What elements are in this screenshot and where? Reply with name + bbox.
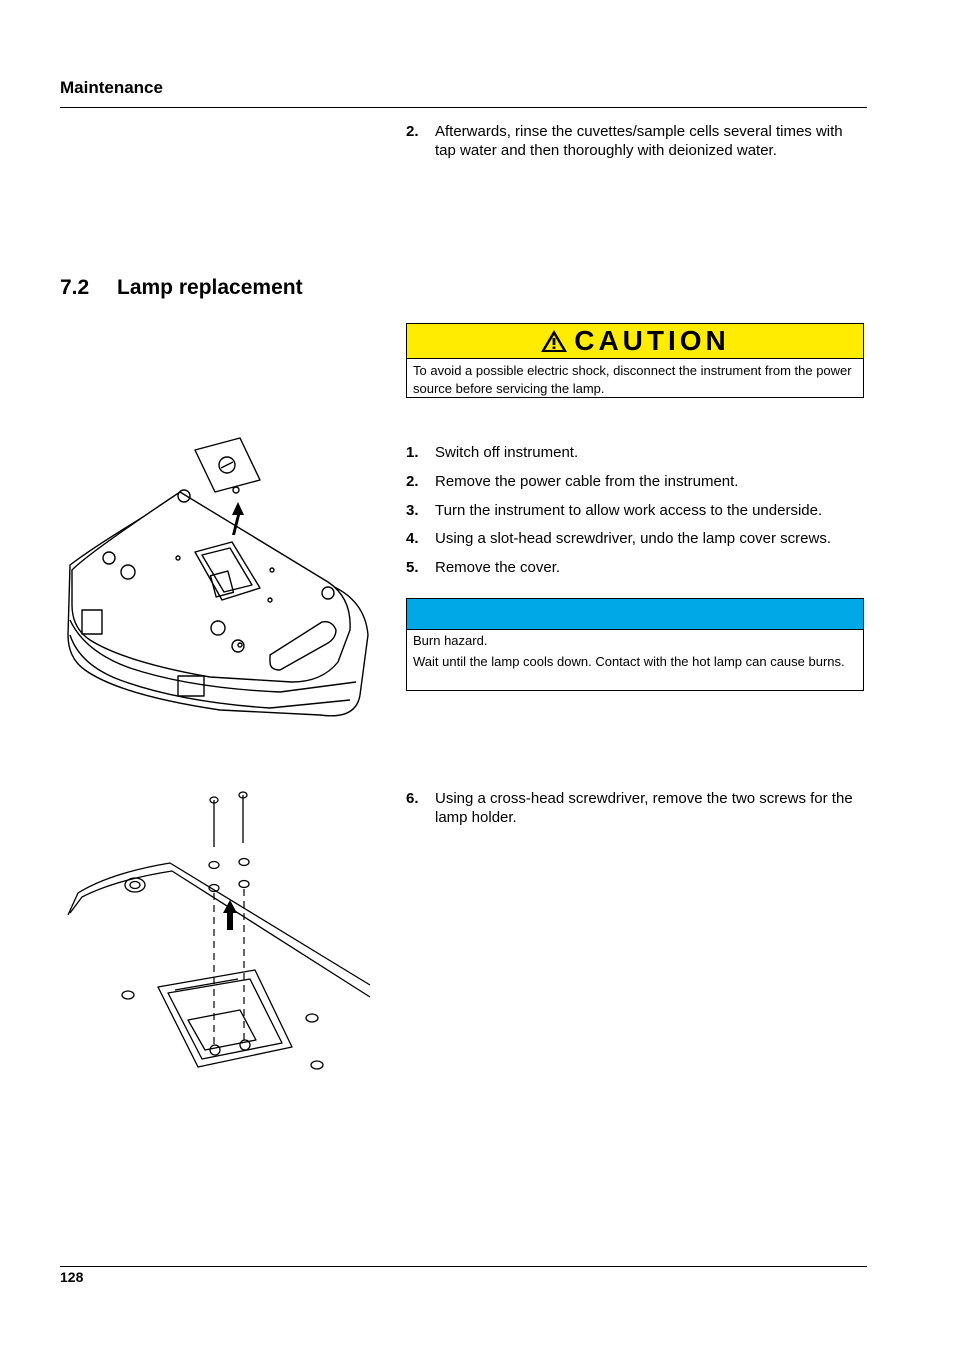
step-item: 3. Turn the instrument to allow work acc… (406, 501, 861, 520)
step-number: 1. (406, 444, 419, 461)
step-item: 4. Using a slot-head screwdriver, undo t… (406, 529, 861, 548)
running-header: Maintenance (60, 78, 163, 97)
step-number: 5. (406, 559, 419, 576)
lamp-holder-screws-figure (67, 791, 371, 1070)
step-text: Using a slot-head screwdriver, undo the … (435, 530, 832, 547)
step-number: 6. (406, 790, 419, 807)
section-heading: 7.2 Lamp replacement (60, 276, 303, 300)
step-item: 2. Remove the power cable from the instr… (406, 472, 861, 491)
step-number: 2. (406, 473, 419, 490)
page-number: 128 (60, 1269, 84, 1285)
step-item: 6. Using a cross-head screwdriver, remov… (406, 789, 861, 827)
step-number: 2. (406, 123, 419, 140)
caution-text: To avoid a possible electric shock, disc… (413, 363, 852, 396)
step-text: Using a cross-head screwdriver, remove t… (435, 790, 853, 826)
caution-box: CAUTION To avoid a possible electric sho… (406, 323, 864, 398)
step-number: 3. (406, 502, 419, 519)
lamp-cover-removal-figure (67, 437, 369, 717)
step-text: Afterwards, rinse the cuvettes/sample ce… (435, 123, 843, 159)
notice-box: Burn hazard. Wait until the lamp cools d… (406, 598, 864, 691)
step-item: 1. Switch off instrument. (406, 443, 861, 462)
step-text: Remove the cover. (435, 559, 561, 576)
step-item: 5. Remove the cover. (406, 558, 861, 577)
intro-step: 2. Afterwards, rinse the cuvettes/sample… (406, 122, 861, 160)
section-number: 7.2 (60, 276, 90, 299)
notice-line: Wait until the lamp cools down. Contact … (413, 654, 845, 669)
caution-banner: CAUTION (407, 324, 863, 359)
notice-body: Burn hazard. Wait until the lamp cools d… (407, 630, 863, 676)
header-rule (60, 107, 867, 108)
notice-banner (407, 599, 863, 630)
step-text: Remove the power cable from the instrume… (435, 473, 739, 490)
step-text: Switch off instrument. (435, 444, 579, 461)
section-title: Lamp replacement (117, 276, 303, 299)
step-text: Turn the instrument to allow work access… (435, 502, 823, 519)
caution-label: CAUTION (574, 325, 730, 356)
notice-line: Burn hazard. (413, 633, 488, 648)
footer-rule (60, 1266, 867, 1267)
step-number: 4. (406, 530, 419, 547)
warning-triangle-icon (541, 330, 568, 352)
